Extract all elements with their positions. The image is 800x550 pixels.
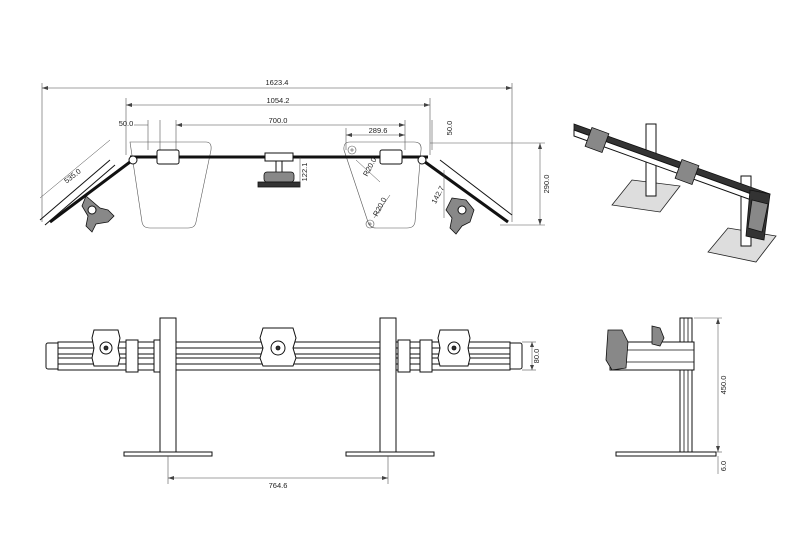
isometric-view <box>573 123 777 263</box>
base-spacing-label: 764.6 <box>269 481 288 490</box>
front-base-right <box>345 451 435 457</box>
total-depth-label: 290.0 <box>542 175 551 194</box>
right-offset-label: 289.6 <box>369 126 388 135</box>
right-arm-top <box>417 155 513 235</box>
vesa-plate-center <box>259 327 297 367</box>
front-base-left <box>123 451 213 457</box>
side-mount-left <box>605 329 629 371</box>
inner-width-label: 1054.2 <box>267 96 290 105</box>
left-desk-plate <box>129 141 212 229</box>
overall-width-label: 1623.4 <box>266 78 289 87</box>
side-base <box>615 451 717 457</box>
left-arm-top <box>39 155 138 233</box>
front-view: 80.0 764.6 <box>45 317 541 490</box>
side-mount-top <box>651 325 665 347</box>
side-view: 450.0 6.0 <box>605 317 728 474</box>
right-desk-plate <box>343 141 422 229</box>
clamp-width-right-label: 50.0 <box>445 121 454 136</box>
right-drop-label: 142.7 <box>429 184 446 205</box>
center-mount-top <box>257 160 301 188</box>
radius-upper-label: R20.0 <box>361 156 378 178</box>
front-pole-left <box>159 317 177 453</box>
vesa-plate-right <box>437 329 471 367</box>
top-view: 1623.4 1054.2 50.0 700.0 289.6 50.0 <box>39 78 551 235</box>
front-pole-right <box>379 317 397 453</box>
center-drop-label: 122.1 <box>300 163 309 182</box>
side-pole <box>679 317 693 453</box>
vesa-plate-left <box>91 329 121 367</box>
center-span-label: 700.0 <box>269 116 288 125</box>
arm-length-label: 535.0 <box>62 167 82 186</box>
base-thickness-label: 6.0 <box>719 461 728 471</box>
clamp-width-left-label: 50.0 <box>119 119 134 128</box>
bar-height-label: 80.0 <box>532 349 541 364</box>
pole-height-label: 450.0 <box>719 376 728 395</box>
radius-lower-label: R20.0 <box>371 196 388 218</box>
